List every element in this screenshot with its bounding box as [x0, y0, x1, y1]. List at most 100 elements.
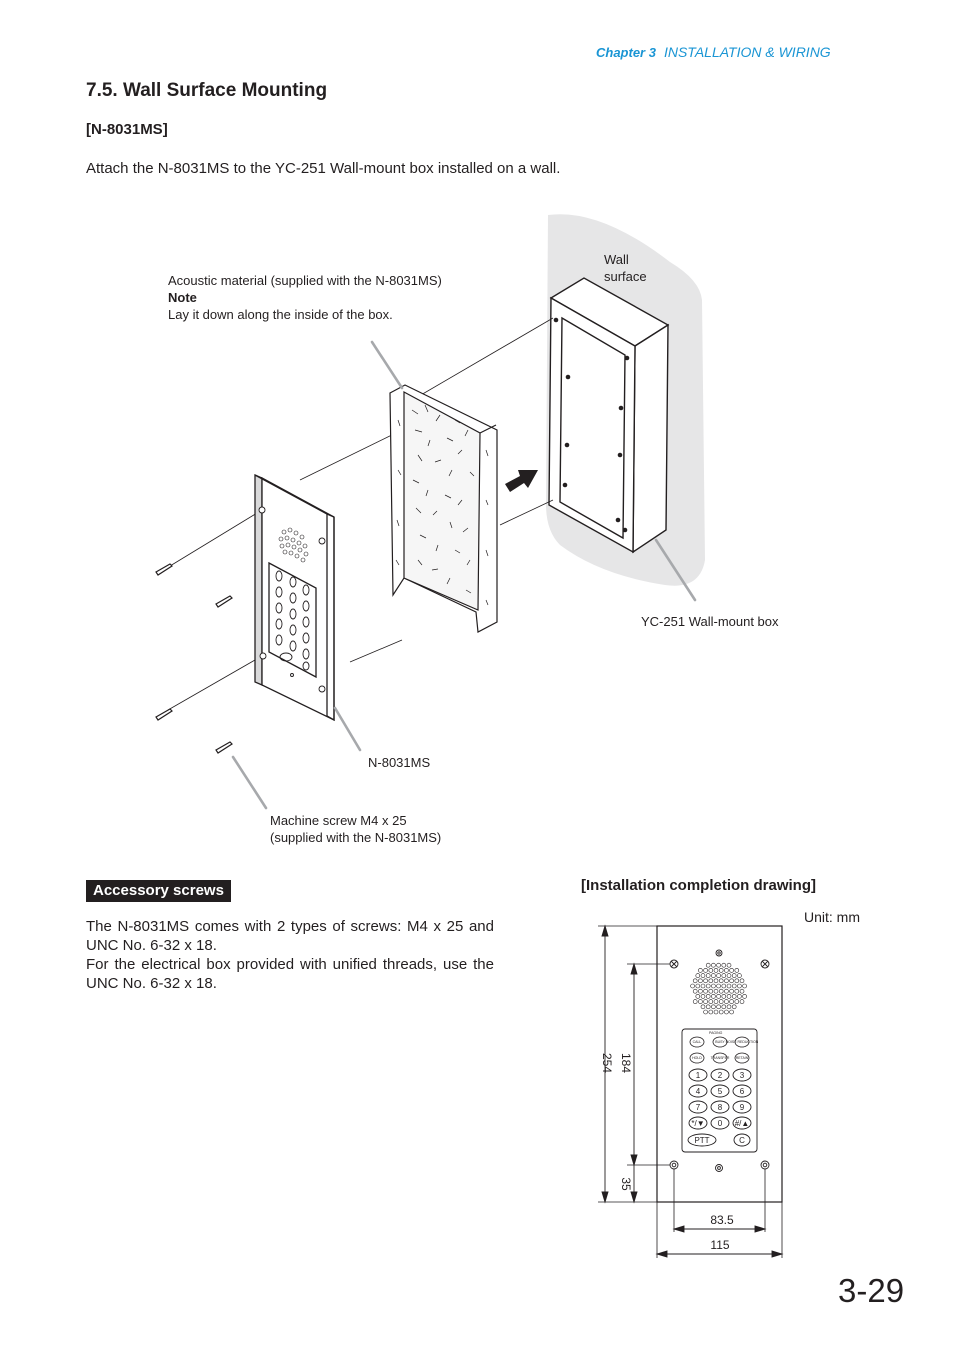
speaker-hole [726, 1004, 732, 1010]
speaker-hole [703, 999, 708, 1004]
speaker-hole [724, 968, 729, 973]
function-key [689, 1052, 705, 1064]
wall-mount-box-label: YC-251 Wall-mount box [641, 614, 779, 629]
speaker-hole [705, 1004, 711, 1010]
speaker-hole [705, 983, 711, 989]
wall-surface-label: Wall surface [604, 251, 647, 285]
speaker-hole [737, 983, 742, 989]
keypad-key [732, 1068, 752, 1082]
function-key-label: BUSY [715, 1040, 725, 1044]
speaker-hole [703, 978, 708, 984]
function-key [734, 1036, 750, 1048]
speaker-hole [716, 983, 721, 989]
chapter-label: Chapter 3 [596, 45, 656, 60]
accessory-para-1: The N-8031MS comes with 2 types of screw… [86, 918, 494, 954]
keypad-key [732, 1116, 752, 1130]
page-number: 3-29 [838, 1272, 905, 1309]
wall-mount-box [548, 277, 670, 554]
speaker-hole [734, 999, 740, 1004]
accessory-description: The N-8031MS comes with 2 types of screw… [86, 917, 494, 993]
function-key-label: CALL [693, 1040, 702, 1044]
speaker-hole [724, 1009, 729, 1015]
keypad-key [688, 1100, 708, 1114]
keypad-key-label: 2 [718, 1071, 723, 1080]
clear-key-label: C [739, 1136, 745, 1145]
function-key-label: RETAIN [736, 1056, 749, 1060]
keypad-key-label: 9 [740, 1103, 745, 1112]
screw-label-line2: (supplied with the N-8031MS) [270, 830, 442, 845]
speaker-hole [695, 973, 701, 978]
chapter-title: INSTALLATION & WIRING [663, 44, 831, 60]
insertion-arrow [505, 470, 538, 492]
speaker-hole [698, 999, 703, 1004]
keypad-key [688, 1068, 708, 1082]
speaker-hole [713, 968, 719, 973]
function-key-label: NOISE REDUCTION [726, 1040, 759, 1044]
speaker-hole [742, 994, 747, 999]
dim-184: 184 [619, 1053, 633, 1073]
speaker-hole [724, 988, 729, 994]
speaker-hole [690, 983, 695, 989]
speaker-hole [700, 994, 706, 999]
speaker-hole [711, 1004, 716, 1010]
speaker-hole [703, 968, 708, 973]
speaker-hole [729, 968, 734, 973]
speaker-hole [698, 968, 703, 973]
speaker-hole [695, 994, 701, 999]
speaker-hole [700, 1004, 706, 1010]
function-key [712, 1036, 728, 1048]
speaker-hole [731, 983, 737, 989]
speaker-hole [742, 983, 747, 989]
speaker-hole [692, 999, 698, 1004]
speaker-hole [734, 968, 740, 973]
speaker-hole [713, 999, 719, 1004]
speaker-hole [739, 988, 745, 994]
dim-83-5: 83.5 [710, 1213, 734, 1227]
function-key-label: TRANSFER [711, 1056, 730, 1060]
panel-keypad-buttons [275, 570, 310, 671]
acoustic-label-text: Acoustic material (supplied with the N-8… [168, 273, 442, 288]
speaker-hole [729, 978, 734, 984]
speaker-hole [705, 973, 711, 978]
note-title: Note [168, 290, 197, 305]
speaker-hole [695, 983, 701, 989]
speaker-hole [708, 968, 714, 973]
speaker-hole [718, 999, 724, 1004]
ptt-key-label: PTT [694, 1136, 709, 1145]
speaker-hole [716, 994, 721, 999]
note-text: Lay it down along the inside of the box. [168, 307, 393, 322]
acoustic-material [389, 384, 498, 633]
panel-screw-holes [258, 506, 326, 693]
speaker-hole [726, 994, 732, 999]
speaker-hole [711, 962, 716, 968]
completion-screw-holes [669, 949, 770, 1172]
function-key [712, 1052, 728, 1064]
speaker-hole [698, 978, 703, 984]
keypad-key [710, 1068, 730, 1082]
speaker-hole [703, 988, 708, 994]
speaker-hole [716, 1004, 721, 1010]
speaker-hole [708, 1009, 714, 1015]
keypad-key-label: */▼ [691, 1119, 704, 1128]
speaker-hole [731, 994, 737, 999]
keypad-key-label: #/▲ [735, 1119, 750, 1128]
speaker-hole [724, 999, 729, 1004]
dim-254: 254 [600, 1053, 614, 1073]
intro-text: Attach the N-8031MS to the YC-251 Wall-m… [86, 160, 561, 177]
dim-115: 115 [710, 1238, 729, 1252]
clear-key [733, 1133, 751, 1147]
paging-label: PAGING [709, 1031, 723, 1035]
keypad-key [732, 1084, 752, 1098]
completion-speaker-grille [690, 962, 747, 1015]
extension-lines [598, 925, 783, 1258]
keypad-key [710, 1084, 730, 1098]
projection-lines [167, 317, 554, 711]
completion-panel-outline [656, 925, 783, 1203]
section-title: 7.5. Wall Surface Mounting [86, 80, 328, 101]
keypad-key-label: 5 [718, 1087, 723, 1096]
unit-label: Unit: mm [804, 909, 860, 925]
machine-screws [155, 563, 233, 754]
